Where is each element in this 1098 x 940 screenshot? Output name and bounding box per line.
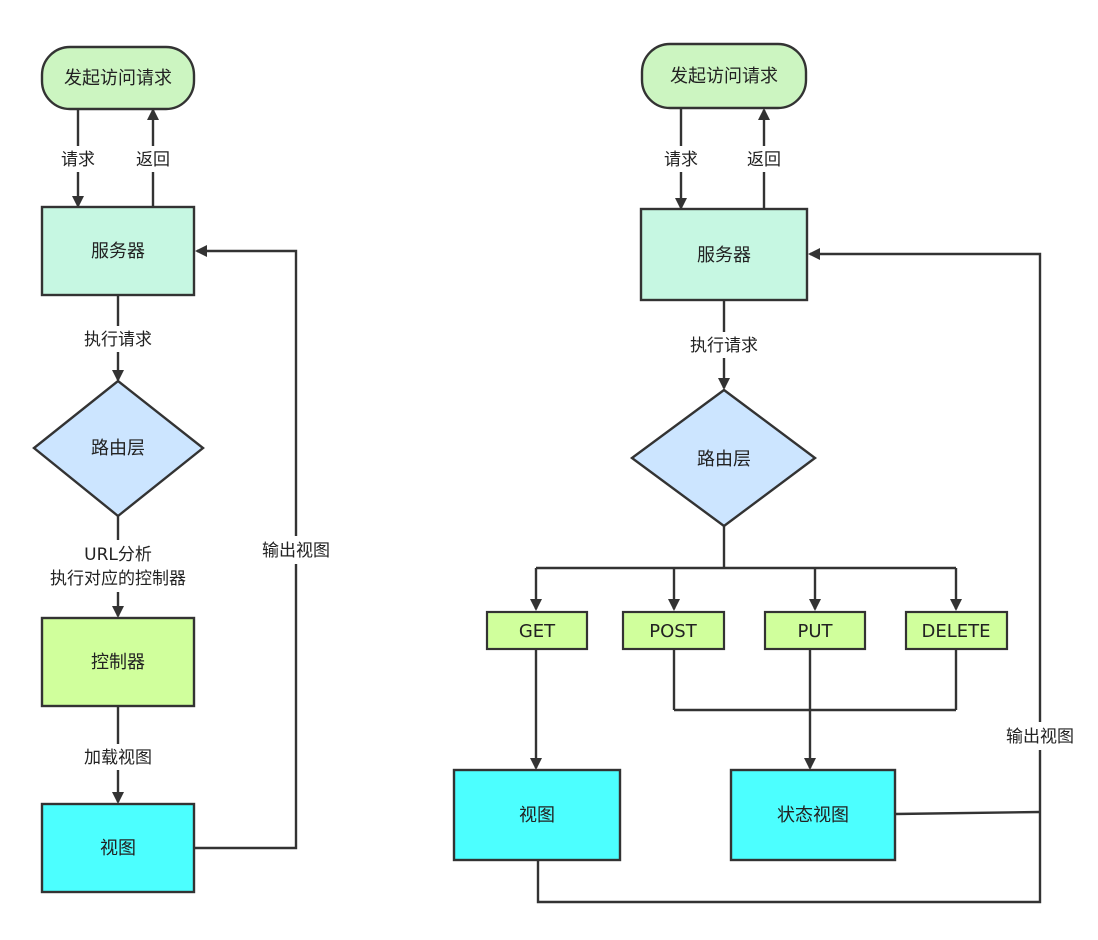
right-view-text: 视图	[519, 805, 555, 826]
right-method-put	[763, 610, 867, 651]
right-output-arrow	[536, 248, 1042, 904]
left-router-diamond	[32, 379, 205, 518]
right-diagram: 请求 返回 执行请求 输出视图 发起访问请求 服务器 路由层 GET POST …	[452, 42, 1086, 904]
right-return-label: 返回	[747, 150, 781, 170]
left-view-node	[40, 802, 196, 894]
left-controller-node	[40, 616, 196, 708]
right-start-text: 发起访问请求	[670, 66, 778, 87]
right-method-put-text: PUT	[797, 621, 833, 642]
left-start-node	[40, 45, 196, 111]
right-execute-label: 执行请求	[690, 336, 758, 356]
left-server-node	[40, 205, 196, 297]
left-controller-text: 控制器	[91, 652, 145, 673]
right-output-view-label: 输出视图	[1006, 727, 1074, 747]
right-status-out-line	[894, 810, 1041, 816]
left-router-text: 路由层	[91, 438, 145, 459]
right-request-label: 请求	[664, 150, 698, 170]
right-server-node	[639, 207, 809, 302]
right-view-node	[452, 768, 622, 862]
right-start-node	[640, 42, 808, 110]
right-method-post-text: POST	[649, 621, 697, 642]
left-url-label-2: 执行对应的控制器	[50, 569, 186, 589]
left-request-label: 请求	[61, 150, 95, 170]
left-view-text: 视图	[100, 838, 136, 859]
right-method-get	[485, 610, 589, 651]
left-load-view-label: 加载视图	[84, 748, 152, 768]
left-execute-label: 执行请求	[84, 330, 152, 350]
right-method-delete-text: DELETE	[921, 621, 990, 642]
left-server-text: 服务器	[91, 241, 145, 262]
right-method-get-text: GET	[519, 621, 556, 642]
left-diagram: 请求 返回 执行请求 URL分析 执行对应的控制器 加载视图 输出视图 发起访问…	[32, 45, 342, 894]
left-start-text: 发起访问请求	[64, 68, 172, 89]
right-status-view-node	[729, 768, 897, 862]
left-output-view-label: 输出视图	[262, 541, 330, 561]
right-router-diamond	[629, 388, 818, 528]
right-server-text: 服务器	[697, 245, 751, 266]
right-method-post	[621, 610, 726, 651]
right-method-delete	[904, 610, 1009, 651]
right-router-text: 路由层	[697, 449, 751, 470]
left-url-label-1: URL分析	[84, 545, 152, 565]
left-return-label: 返回	[136, 150, 170, 170]
right-status-view-text: 状态视图	[777, 805, 849, 826]
